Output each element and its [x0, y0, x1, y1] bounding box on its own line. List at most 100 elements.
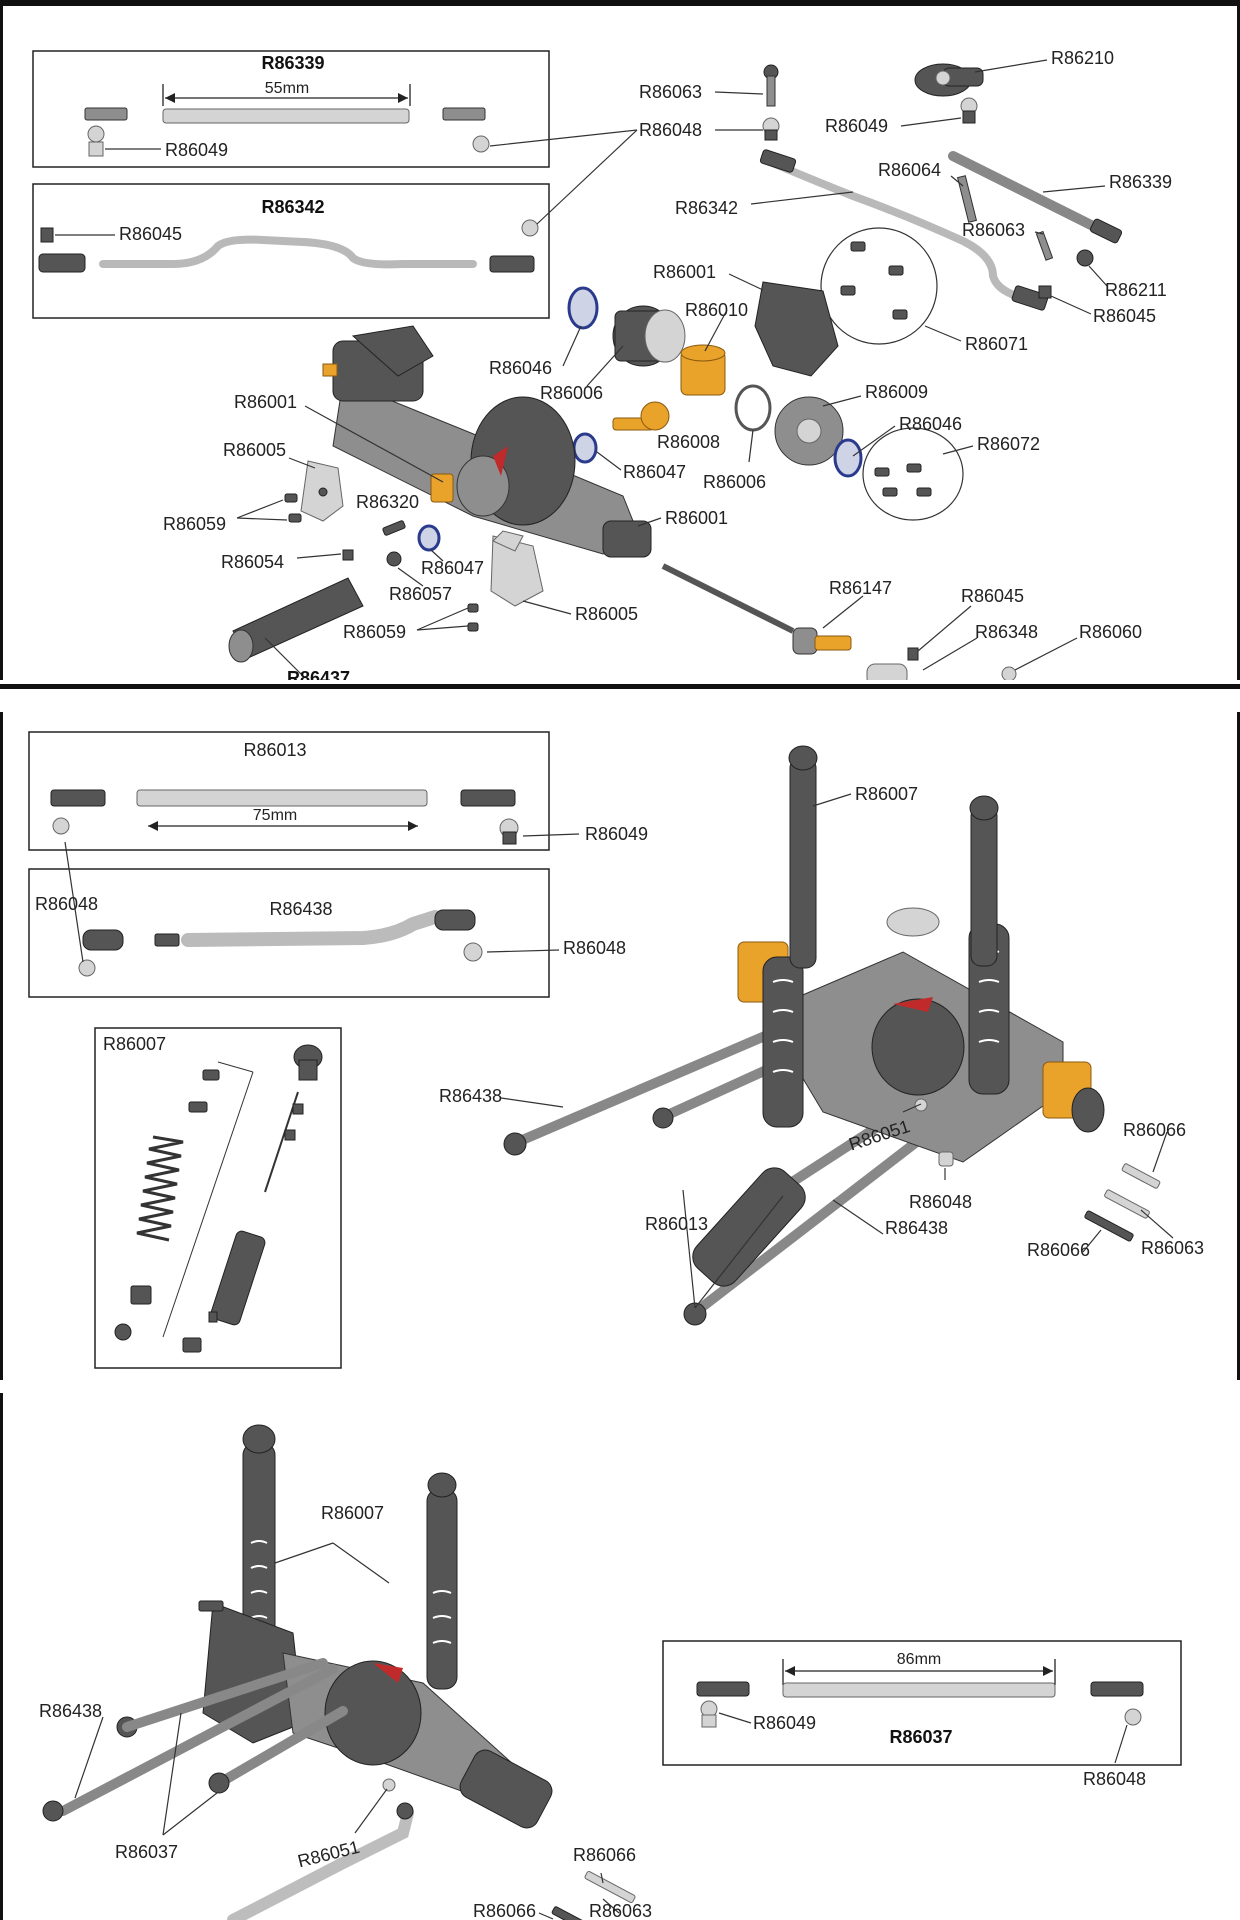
diff-carrier: [612, 305, 686, 367]
screw: [284, 493, 298, 503]
gasket: [734, 384, 772, 432]
part-label: R86049: [585, 824, 648, 844]
part-label: R86048: [909, 1192, 972, 1212]
part-label: R86048: [563, 938, 626, 958]
ball-stud: [499, 818, 519, 845]
ball-stud: [1076, 249, 1094, 267]
servo-horn: [914, 63, 984, 97]
part-label: R86006: [703, 472, 766, 492]
assembled-axle-b: [503, 745, 1161, 1326]
link-box-r86339: [32, 50, 550, 168]
rod-end: [489, 255, 535, 273]
long-screw: [956, 175, 978, 223]
box-title: R86037: [889, 1727, 952, 1747]
bearing: [833, 438, 863, 478]
part-label: R86048: [1083, 1769, 1146, 1789]
screw: [467, 603, 479, 613]
part-label: R86066: [1123, 1120, 1186, 1140]
ball-stud-part: [960, 97, 978, 124]
bearing: [417, 524, 441, 552]
nut: [40, 227, 54, 243]
part-label: R86064: [878, 160, 941, 180]
shock-box-r86007: [94, 1027, 342, 1369]
ball-stud: [700, 1700, 718, 1728]
exploded-view-front-axle: R86339 55mm R86049 R86342 R86045: [0, 0, 1240, 686]
link-rod: [136, 789, 428, 807]
part-label: R86045: [1093, 306, 1156, 326]
part-label: R86047: [623, 462, 686, 482]
part-label: R86009: [865, 382, 928, 402]
ball-stud: [87, 125, 105, 143]
assembled-view-axle-links: R86013 75mm R86049 R86438 R86048 R86048 …: [0, 712, 1240, 1380]
rod-end: [50, 789, 106, 807]
box-title: R86342: [261, 197, 324, 217]
rod-end: [1090, 1681, 1144, 1697]
part-label: R86010: [685, 300, 748, 320]
axle-tube: [228, 577, 364, 663]
part-label: R86054: [221, 552, 284, 572]
part-label: R86049: [825, 116, 888, 136]
c-hub-left: [300, 460, 344, 522]
link-box-r86342: [32, 183, 550, 319]
part-label: R86007: [855, 784, 918, 804]
dimension-label: 55mm: [265, 80, 309, 97]
link-box-r86438: [28, 868, 550, 998]
part-label: R86066: [1027, 1240, 1090, 1260]
part-label: R86059: [343, 622, 406, 642]
shock-exploded: [114, 1044, 323, 1353]
part-label: R86001: [234, 392, 297, 412]
part-label: R86059: [163, 514, 226, 534]
dimension-label: 75mm: [253, 807, 297, 824]
ball-stud: [472, 135, 490, 153]
part-label: R86063: [639, 82, 702, 102]
box-title: R86007: [103, 1034, 166, 1054]
part-label: R86339: [1109, 172, 1172, 192]
part-label: R86438: [885, 1218, 948, 1238]
axle-yoke: [792, 627, 852, 655]
c-hub-right: [490, 530, 544, 607]
part-label: R86210: [1051, 48, 1114, 68]
bolt: [382, 520, 406, 536]
part-label: R86006: [540, 383, 603, 403]
rod-end: [696, 1681, 750, 1697]
axle-links-diagram: R86013 75mm R86049 R86438 R86048 R86048 …: [28, 731, 1204, 1369]
screw-group-outline: [820, 227, 938, 345]
bent-link: [181, 910, 442, 947]
screw-group-outline: [862, 427, 964, 521]
part-label: R86001: [653, 262, 716, 282]
callouts: R86063 R86048 R86210 R86049 R86064 R8633…: [163, 48, 1172, 686]
nut: [342, 549, 354, 561]
rod-end: [442, 107, 486, 121]
screw: [467, 622, 479, 632]
part-label: R86342: [675, 198, 738, 218]
part-label: R86046: [899, 414, 962, 434]
part-label: R86071: [965, 334, 1028, 354]
link-box-r86013: [28, 731, 550, 851]
part-label: R86438: [439, 1086, 502, 1106]
link-rod: [782, 1682, 1056, 1698]
part-label: R86048: [639, 120, 702, 140]
bent-link: [99, 235, 477, 269]
ball-stud: [52, 817, 70, 835]
part-label: R86001: [665, 508, 728, 528]
screw: [907, 647, 919, 661]
part-label: R86066: [573, 1845, 636, 1865]
part-label: R86060: [1079, 622, 1142, 642]
rear-axle-diagram: R86007 R86438 R86037 R86051 R86066 R8606…: [39, 1424, 1182, 1920]
front-axle-diagram: R86339 55mm R86049 R86342 R86045: [32, 48, 1172, 686]
rod-end: [460, 789, 516, 807]
part-label: R86147: [829, 578, 892, 598]
box-title: R86013: [243, 740, 306, 760]
part-label: R86008: [657, 432, 720, 452]
rod-end: [434, 909, 476, 931]
screw-head: [1001, 666, 1017, 682]
part-label: R86211: [1105, 280, 1167, 300]
part-label: R86063: [1141, 1238, 1204, 1258]
block-yellow: [430, 473, 454, 503]
axle-housing: [322, 325, 652, 558]
screw-part: [763, 64, 779, 107]
screw-set: [840, 241, 908, 320]
drag-link: [764, 157, 1037, 304]
diff-cover: [754, 281, 839, 377]
part-label: R86348: [975, 622, 1038, 642]
